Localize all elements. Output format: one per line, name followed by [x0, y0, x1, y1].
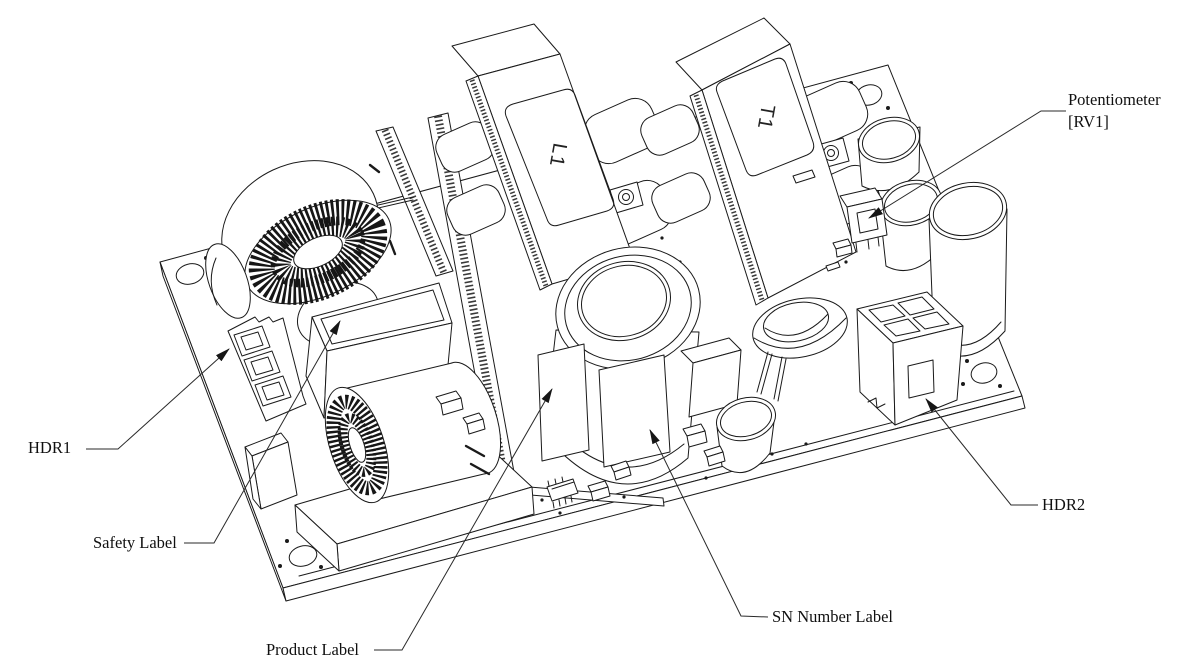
callout-leaders	[86, 111, 1066, 650]
disc-capacitor	[197, 238, 259, 324]
callout-potentiometer: Potentiometer [RV1]	[1068, 89, 1161, 133]
leader-sn-label	[649, 429, 768, 617]
callout-sn-number-label: SN Number Label	[772, 607, 893, 626]
screw-head	[619, 190, 634, 205]
l1-marking: L1	[545, 141, 571, 169]
callout-product-label: Product Label	[266, 640, 360, 659]
smd-components	[436, 170, 852, 508]
l1-nameplate	[505, 89, 613, 226]
callout-hdr2: HDR2	[1042, 495, 1086, 514]
t1-nameplate	[716, 58, 813, 176]
callout-hdr1: HDR1	[28, 438, 72, 457]
bridge-module	[681, 338, 741, 417]
callout-potentiometer-line1: Potentiometer	[1068, 90, 1161, 109]
transformer-t1: T1	[636, 18, 885, 305]
small-capacitor-1	[712, 391, 781, 473]
callout-safety-label: Safety Label	[93, 533, 177, 552]
leader-hdr1	[86, 348, 230, 449]
transformer-l1: L1	[431, 24, 677, 290]
product-label-patch	[538, 344, 589, 461]
output-capacitor-2	[875, 174, 946, 271]
leader-product-label	[374, 388, 553, 650]
leader-hdr2	[925, 398, 1038, 505]
t1-marking: T1	[753, 103, 779, 132]
callout-potentiometer-line2: [RV1]	[1068, 112, 1109, 131]
flat-toroid-inductor	[747, 290, 853, 401]
film-capacitor-small	[245, 433, 297, 509]
hdr1-terminal-block	[228, 317, 306, 421]
leader-safety-label	[184, 320, 341, 543]
leader-potentiometer	[868, 111, 1066, 219]
hdr2-connector	[857, 292, 963, 425]
toroid-inductor-emi	[200, 136, 408, 325]
